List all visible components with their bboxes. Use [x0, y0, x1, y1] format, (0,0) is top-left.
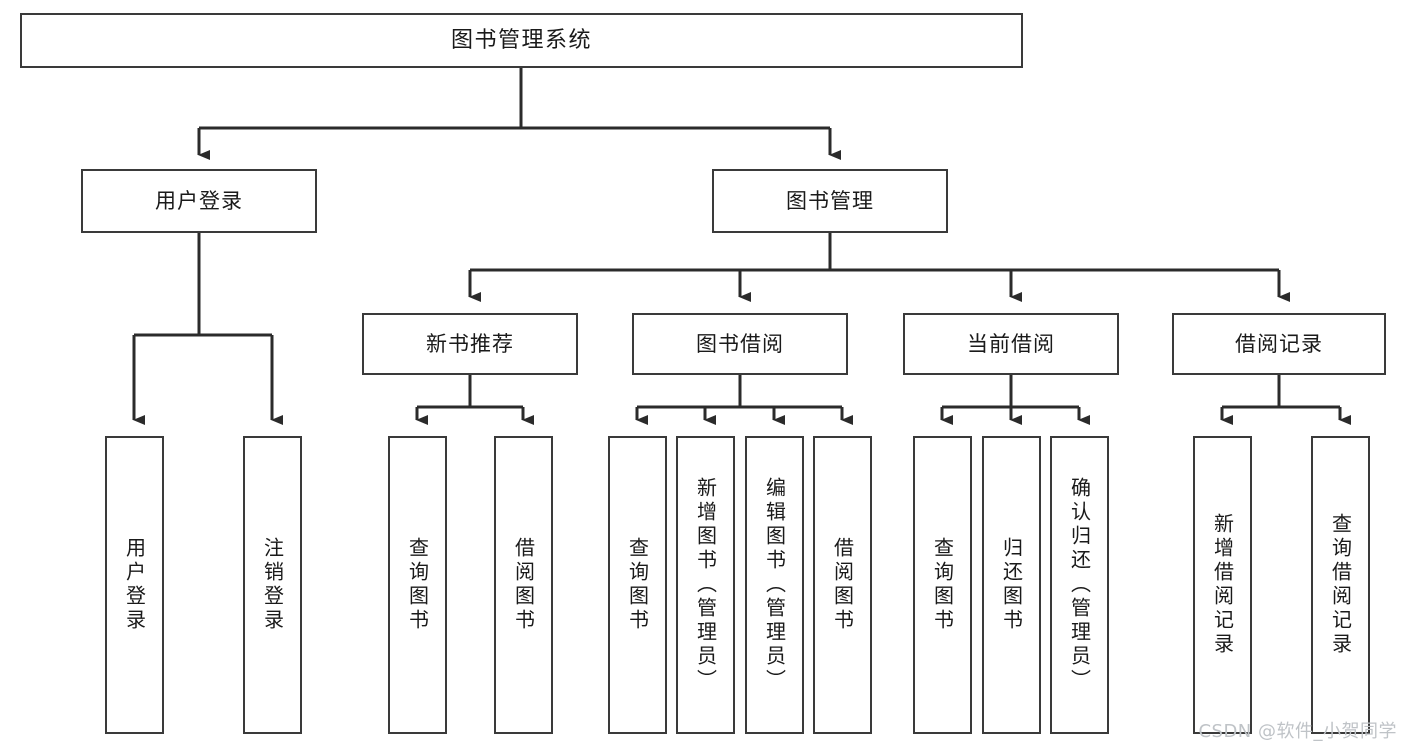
node-label: 新增图书（管理员） [693, 477, 718, 693]
node-label: 新书推荐 [426, 331, 514, 356]
node-current-borrow[interactable]: 当前借阅 [903, 313, 1119, 375]
node-leaf-add-borrow-record[interactable]: 新增借阅记录 [1193, 436, 1252, 734]
node-label: 新增借阅记录 [1210, 513, 1235, 657]
node-leaf-user-login[interactable]: 用户登录 [105, 436, 164, 734]
node-label: 查询图书 [930, 537, 955, 633]
node-user-login[interactable]: 用户登录 [81, 169, 317, 233]
node-root-book-management-system[interactable]: 图书管理系统 [20, 13, 1023, 68]
node-label: 借阅图书 [511, 537, 536, 633]
node-label: 借阅记录 [1235, 331, 1323, 356]
node-label: 注销登录 [260, 537, 285, 633]
node-label: 图书管理 [786, 188, 874, 213]
node-label: 用户登录 [155, 188, 243, 213]
csdn-watermark: CSDN @软件_小贺同学 [1198, 721, 1397, 742]
node-leaf-query-book-recommend[interactable]: 查询图书 [388, 436, 447, 734]
node-leaf-add-book-admin[interactable]: 新增图书（管理员） [676, 436, 735, 734]
node-book-borrow[interactable]: 图书借阅 [632, 313, 848, 375]
node-leaf-query-book-current[interactable]: 查询图书 [913, 436, 972, 734]
node-book-management[interactable]: 图书管理 [712, 169, 948, 233]
node-label: 当前借阅 [967, 331, 1055, 356]
node-leaf-return-book[interactable]: 归还图书 [982, 436, 1041, 734]
node-borrow-record[interactable]: 借阅记录 [1172, 313, 1386, 375]
node-label: 图书借阅 [696, 331, 784, 356]
node-label: 用户登录 [122, 537, 147, 633]
node-new-book-recommend[interactable]: 新书推荐 [362, 313, 578, 375]
node-leaf-borrow-book[interactable]: 借阅图书 [813, 436, 872, 734]
node-leaf-query-borrow-record[interactable]: 查询借阅记录 [1311, 436, 1370, 734]
node-leaf-confirm-return-admin[interactable]: 确认归还（管理员） [1050, 436, 1109, 734]
node-label: 编辑图书（管理员） [762, 477, 787, 693]
node-label: 查询图书 [405, 537, 430, 633]
node-label: 借阅图书 [830, 537, 855, 633]
node-leaf-edit-book-admin[interactable]: 编辑图书（管理员） [745, 436, 804, 734]
node-label: 查询借阅记录 [1328, 513, 1353, 657]
node-label: 查询图书 [625, 537, 650, 633]
node-label: 图书管理系统 [450, 27, 592, 53]
node-leaf-query-book-borrow[interactable]: 查询图书 [608, 436, 667, 734]
node-label: 确认归还（管理员） [1067, 477, 1092, 693]
node-leaf-logout[interactable]: 注销登录 [243, 436, 302, 734]
node-label: 归还图书 [999, 537, 1024, 633]
node-leaf-borrow-book-recommend[interactable]: 借阅图书 [494, 436, 553, 734]
